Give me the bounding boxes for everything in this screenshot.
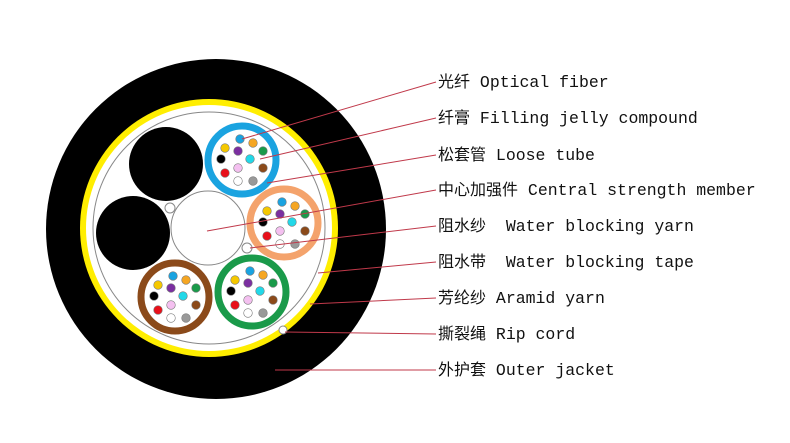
optical-fiber <box>268 295 278 305</box>
optical-fiber <box>258 270 268 280</box>
label-english: Water blocking tape <box>495 253 694 272</box>
optical-fiber <box>287 217 297 227</box>
label-english: Aramid yarn <box>495 289 605 308</box>
label-english: Filling jelly compound <box>479 109 698 128</box>
rip-cord <box>278 325 288 335</box>
component-label: 松套管 Loose tube <box>438 145 595 165</box>
optical-fiber <box>248 138 258 148</box>
optical-fiber <box>268 278 278 288</box>
optical-fiber <box>290 239 300 249</box>
optical-fiber <box>168 271 178 281</box>
component-label: 光纤 Optical fiber <box>438 72 609 92</box>
loose-tube <box>204 122 280 198</box>
central-strength-member <box>170 190 246 266</box>
label-chinese: 中心加强件 <box>438 180 519 199</box>
label-english: Optical fiber <box>479 73 609 92</box>
optical-fiber <box>220 143 230 153</box>
loose-tube <box>214 254 290 330</box>
optical-fiber <box>233 146 243 156</box>
optical-fiber <box>178 291 188 301</box>
optical-fiber <box>262 206 272 216</box>
optical-fiber <box>258 146 268 156</box>
optical-fiber <box>300 226 310 236</box>
optical-fiber <box>226 286 236 296</box>
optical-fiber <box>153 305 163 315</box>
optical-fiber <box>275 226 285 236</box>
component-label: 撕裂绳 Rip cord <box>438 324 575 344</box>
label-chinese: 撕裂绳 <box>438 324 487 343</box>
optical-fiber <box>166 313 176 323</box>
optical-fiber <box>230 300 240 310</box>
label-chinese: 阻水带 <box>438 252 487 271</box>
optical-fiber <box>243 295 253 305</box>
optical-fiber <box>245 266 255 276</box>
leader-line <box>317 261 437 274</box>
optical-fiber <box>191 300 201 310</box>
optical-fiber <box>258 163 268 173</box>
optical-fiber <box>243 308 253 318</box>
optical-fiber <box>258 308 268 318</box>
label-chinese: 外护套 <box>438 360 487 379</box>
optical-fiber <box>216 154 226 164</box>
label-chinese: 芳纶纱 <box>438 288 487 307</box>
optical-fiber <box>262 231 272 241</box>
label-chinese: 纤膏 <box>438 108 471 127</box>
loose-tube <box>137 259 213 335</box>
optical-fiber <box>230 275 240 285</box>
leader-line <box>259 117 437 160</box>
label-english: Loose tube <box>495 146 595 165</box>
optical-fiber <box>233 163 243 173</box>
leader-line <box>266 154 437 184</box>
label-english: Central strength member <box>527 181 756 200</box>
label-english: Water blocking yarn <box>495 217 694 236</box>
optical-fiber <box>243 278 253 288</box>
optical-fiber <box>191 283 201 293</box>
optical-fiber <box>166 283 176 293</box>
leader-line <box>241 81 437 140</box>
component-label: 外护套 Outer jacket <box>438 360 615 380</box>
optical-fiber <box>220 168 230 178</box>
optical-fiber <box>248 176 258 186</box>
optical-fiber <box>181 313 191 323</box>
leader-line <box>249 225 437 249</box>
component-label: 芳纶纱 Aramid yarn <box>438 288 605 308</box>
label-english: Outer jacket <box>495 361 615 380</box>
component-label: 阻水纱 Water blocking yarn <box>438 216 694 236</box>
component-label: 中心加强件 Central strength member <box>438 180 756 200</box>
filler-rod <box>129 127 203 201</box>
component-label: 纤膏 Filling jelly compound <box>438 108 698 128</box>
optical-fiber <box>255 286 265 296</box>
optical-fiber <box>153 280 163 290</box>
optical-fiber <box>166 300 176 310</box>
label-chinese: 松套管 <box>438 145 487 164</box>
component-label: 阻水带 Water blocking tape <box>438 252 694 272</box>
optical-fiber <box>245 154 255 164</box>
optical-fiber <box>149 291 159 301</box>
optical-fiber <box>181 275 191 285</box>
optical-fiber <box>235 134 245 144</box>
leader-line <box>284 331 437 335</box>
leader-line <box>309 297 437 305</box>
loose-tube <box>246 185 322 261</box>
optical-fiber <box>233 176 243 186</box>
optical-fiber <box>290 201 300 211</box>
label-chinese: 阻水纱 <box>438 216 487 235</box>
label-english: Rip cord <box>495 325 576 344</box>
leader-line <box>206 189 437 232</box>
filler-rod <box>96 196 170 270</box>
label-chinese: 光纤 <box>438 72 471 91</box>
water-blocking-yarn <box>164 202 176 214</box>
optical-fiber <box>277 197 287 207</box>
